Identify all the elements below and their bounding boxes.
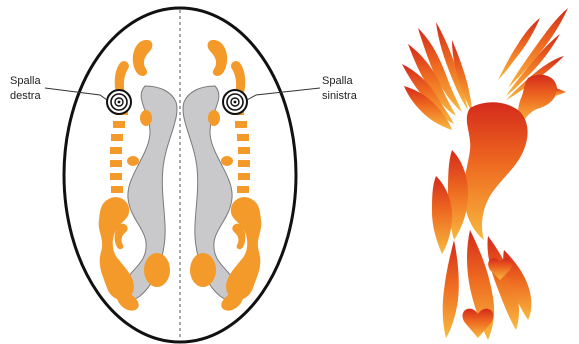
- phoenix-illustration: [402, 8, 568, 340]
- target-circle-icon: [107, 90, 131, 114]
- label-left-shoulder-line2: sinistra: [322, 90, 358, 102]
- label-left-shoulder-line1: Spalla: [322, 75, 353, 87]
- label-right-shoulder-line1: Spalla: [10, 75, 41, 87]
- diagram-left: Spalla destra Spalla sinistra: [10, 8, 358, 342]
- label-right-shoulder-line2: destra: [10, 90, 41, 102]
- target-circle-icon: [223, 90, 247, 114]
